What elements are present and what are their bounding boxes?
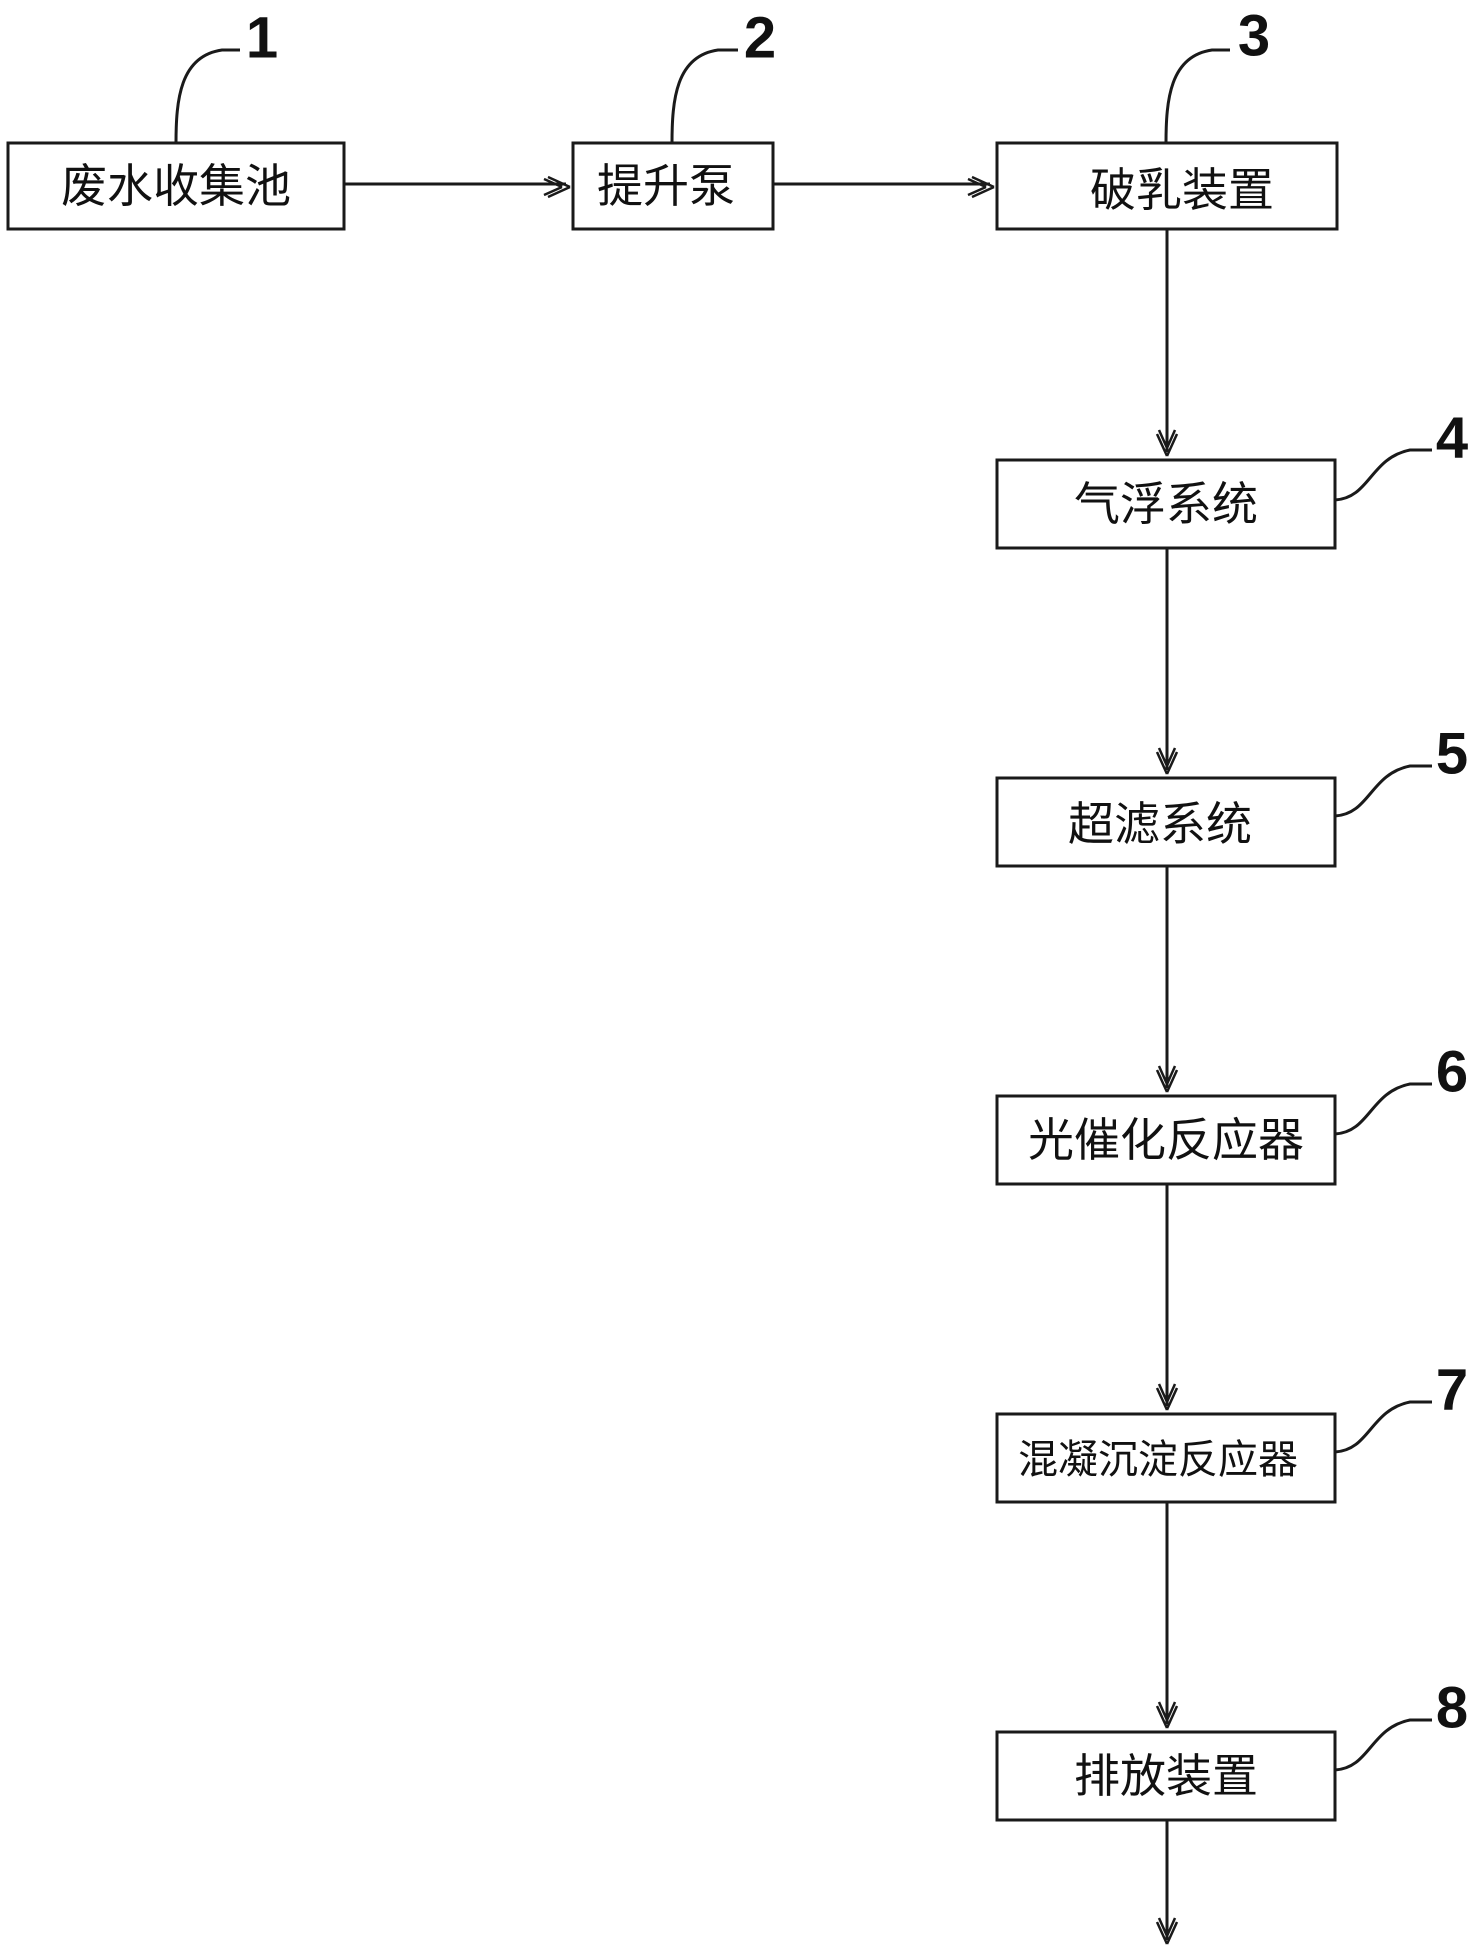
node-ultrafiltration-system: 超滤系统 [995, 776, 1337, 868]
edge-3-4 [1155, 229, 1179, 458]
edge-2-3 [773, 175, 996, 199]
node-wastewater-collection-tank: 废水收集池 [6, 141, 346, 231]
reference-numeral: 7 [1436, 1358, 1468, 1423]
callout-7: 7 [1334, 1358, 1468, 1454]
node-lift-pump: 提升泵 [571, 141, 775, 231]
node-label: 气浮系统 [1074, 477, 1258, 531]
callout-1: 1 [174, 6, 278, 144]
node-coagulation-sedimentation-reactor: 混凝沉淀反应器 [995, 1412, 1337, 1504]
node-label: 破乳装置 [1090, 163, 1274, 217]
node-discharge-device: 排放装置 [995, 1730, 1337, 1822]
node-demulsification-device: 破乳装置 [995, 141, 1339, 231]
callout-4: 4 [1334, 406, 1468, 502]
reference-numeral: 1 [246, 6, 278, 71]
edge-5-6 [1155, 866, 1179, 1094]
callout-6: 6 [1334, 1040, 1468, 1136]
reference-numeral: 6 [1436, 1040, 1468, 1105]
reference-numeral: 5 [1436, 722, 1468, 787]
edge-7-8 [1155, 1502, 1179, 1730]
node-photocatalytic-reactor: 光催化反应器 [995, 1094, 1337, 1186]
reference-numeral: 3 [1238, 4, 1270, 69]
edge-4-5 [1155, 548, 1179, 776]
node-label: 超滤系统 [1068, 797, 1252, 851]
callout-2: 2 [670, 6, 776, 144]
edge-1-2 [344, 175, 572, 199]
edge-6-7 [1155, 1184, 1179, 1412]
node-label: 光催化反应器 [1028, 1113, 1304, 1167]
reference-numeral: 2 [744, 6, 776, 71]
node-label: 提升泵 [597, 159, 735, 213]
reference-numeral: 4 [1436, 406, 1468, 471]
node-label: 排放装置 [1074, 1749, 1258, 1803]
node-label: 废水收集池 [61, 159, 291, 213]
callout-3: 3 [1164, 4, 1270, 144]
edge-8-output [1155, 1820, 1179, 1946]
node-label: 混凝沉淀反应器 [1018, 1437, 1298, 1483]
callout-8: 8 [1334, 1676, 1468, 1772]
reference-numeral: 8 [1436, 1676, 1468, 1741]
node-air-flotation-system: 气浮系统 [995, 458, 1337, 550]
callout-5: 5 [1334, 722, 1468, 818]
